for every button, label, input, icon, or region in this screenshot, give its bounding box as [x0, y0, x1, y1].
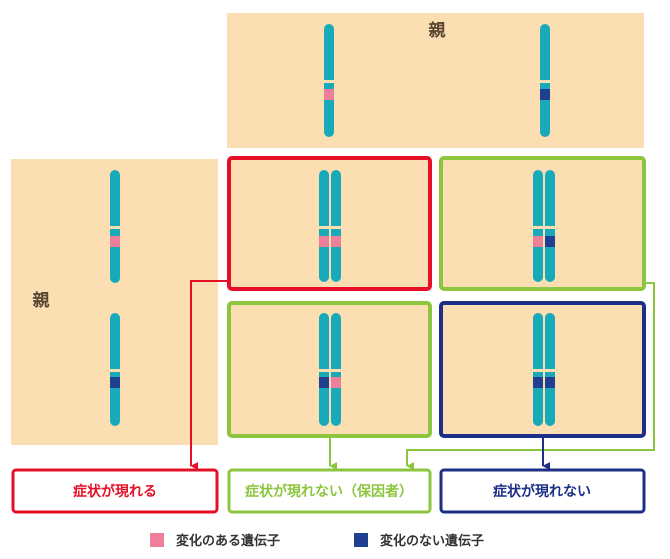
result-affected: 症状が現れる: [11, 468, 219, 514]
chromosome-pair: [319, 313, 341, 426]
top-parent-label: 親: [429, 20, 446, 41]
legend-swatch-mutated: [150, 533, 164, 547]
result-unaffected: 症状が現れない: [439, 468, 646, 514]
arrow-carrier-top: [406, 282, 655, 470]
legend-label-mutated: 変化のある遺伝子: [176, 533, 280, 549]
legend-swatch-normal: [354, 533, 368, 547]
left-parent-panel: 親: [11, 159, 218, 445]
left-parent-chromosome-normal: [110, 313, 120, 426]
result-carrier: 症状が現れない（保因者）: [227, 468, 432, 514]
offspring-cell-affected: [227, 156, 432, 291]
top-parent-panel: 親: [227, 13, 644, 148]
arrow-affected: [190, 280, 231, 470]
offspring-cell-carrier-bottom: [227, 301, 432, 438]
left-parent-chromosome-mutated: [110, 170, 120, 283]
top-parent-background: [227, 13, 644, 148]
result-carrier-label: 症状が現れない（保因者）: [245, 483, 413, 500]
legend: 変化のある遺伝子 変化のない遺伝子: [150, 533, 484, 549]
result-unaffected-label: 症状が現れない: [493, 483, 591, 500]
chromosome-pair: [319, 170, 341, 282]
left-parent-label: 親: [33, 290, 50, 311]
chromosome-pair: [533, 313, 555, 426]
offspring-cell-unaffected: [439, 301, 646, 438]
top-parent-chromosome-normal: [540, 24, 550, 137]
top-parent-chromosome-mutated: [324, 24, 334, 137]
legend-label-normal: 変化のない遺伝子: [380, 533, 484, 549]
offspring-cell-carrier-top: [439, 156, 646, 291]
chromosome-pair: [533, 170, 555, 282]
result-affected-label: 症状が現れる: [73, 483, 157, 500]
